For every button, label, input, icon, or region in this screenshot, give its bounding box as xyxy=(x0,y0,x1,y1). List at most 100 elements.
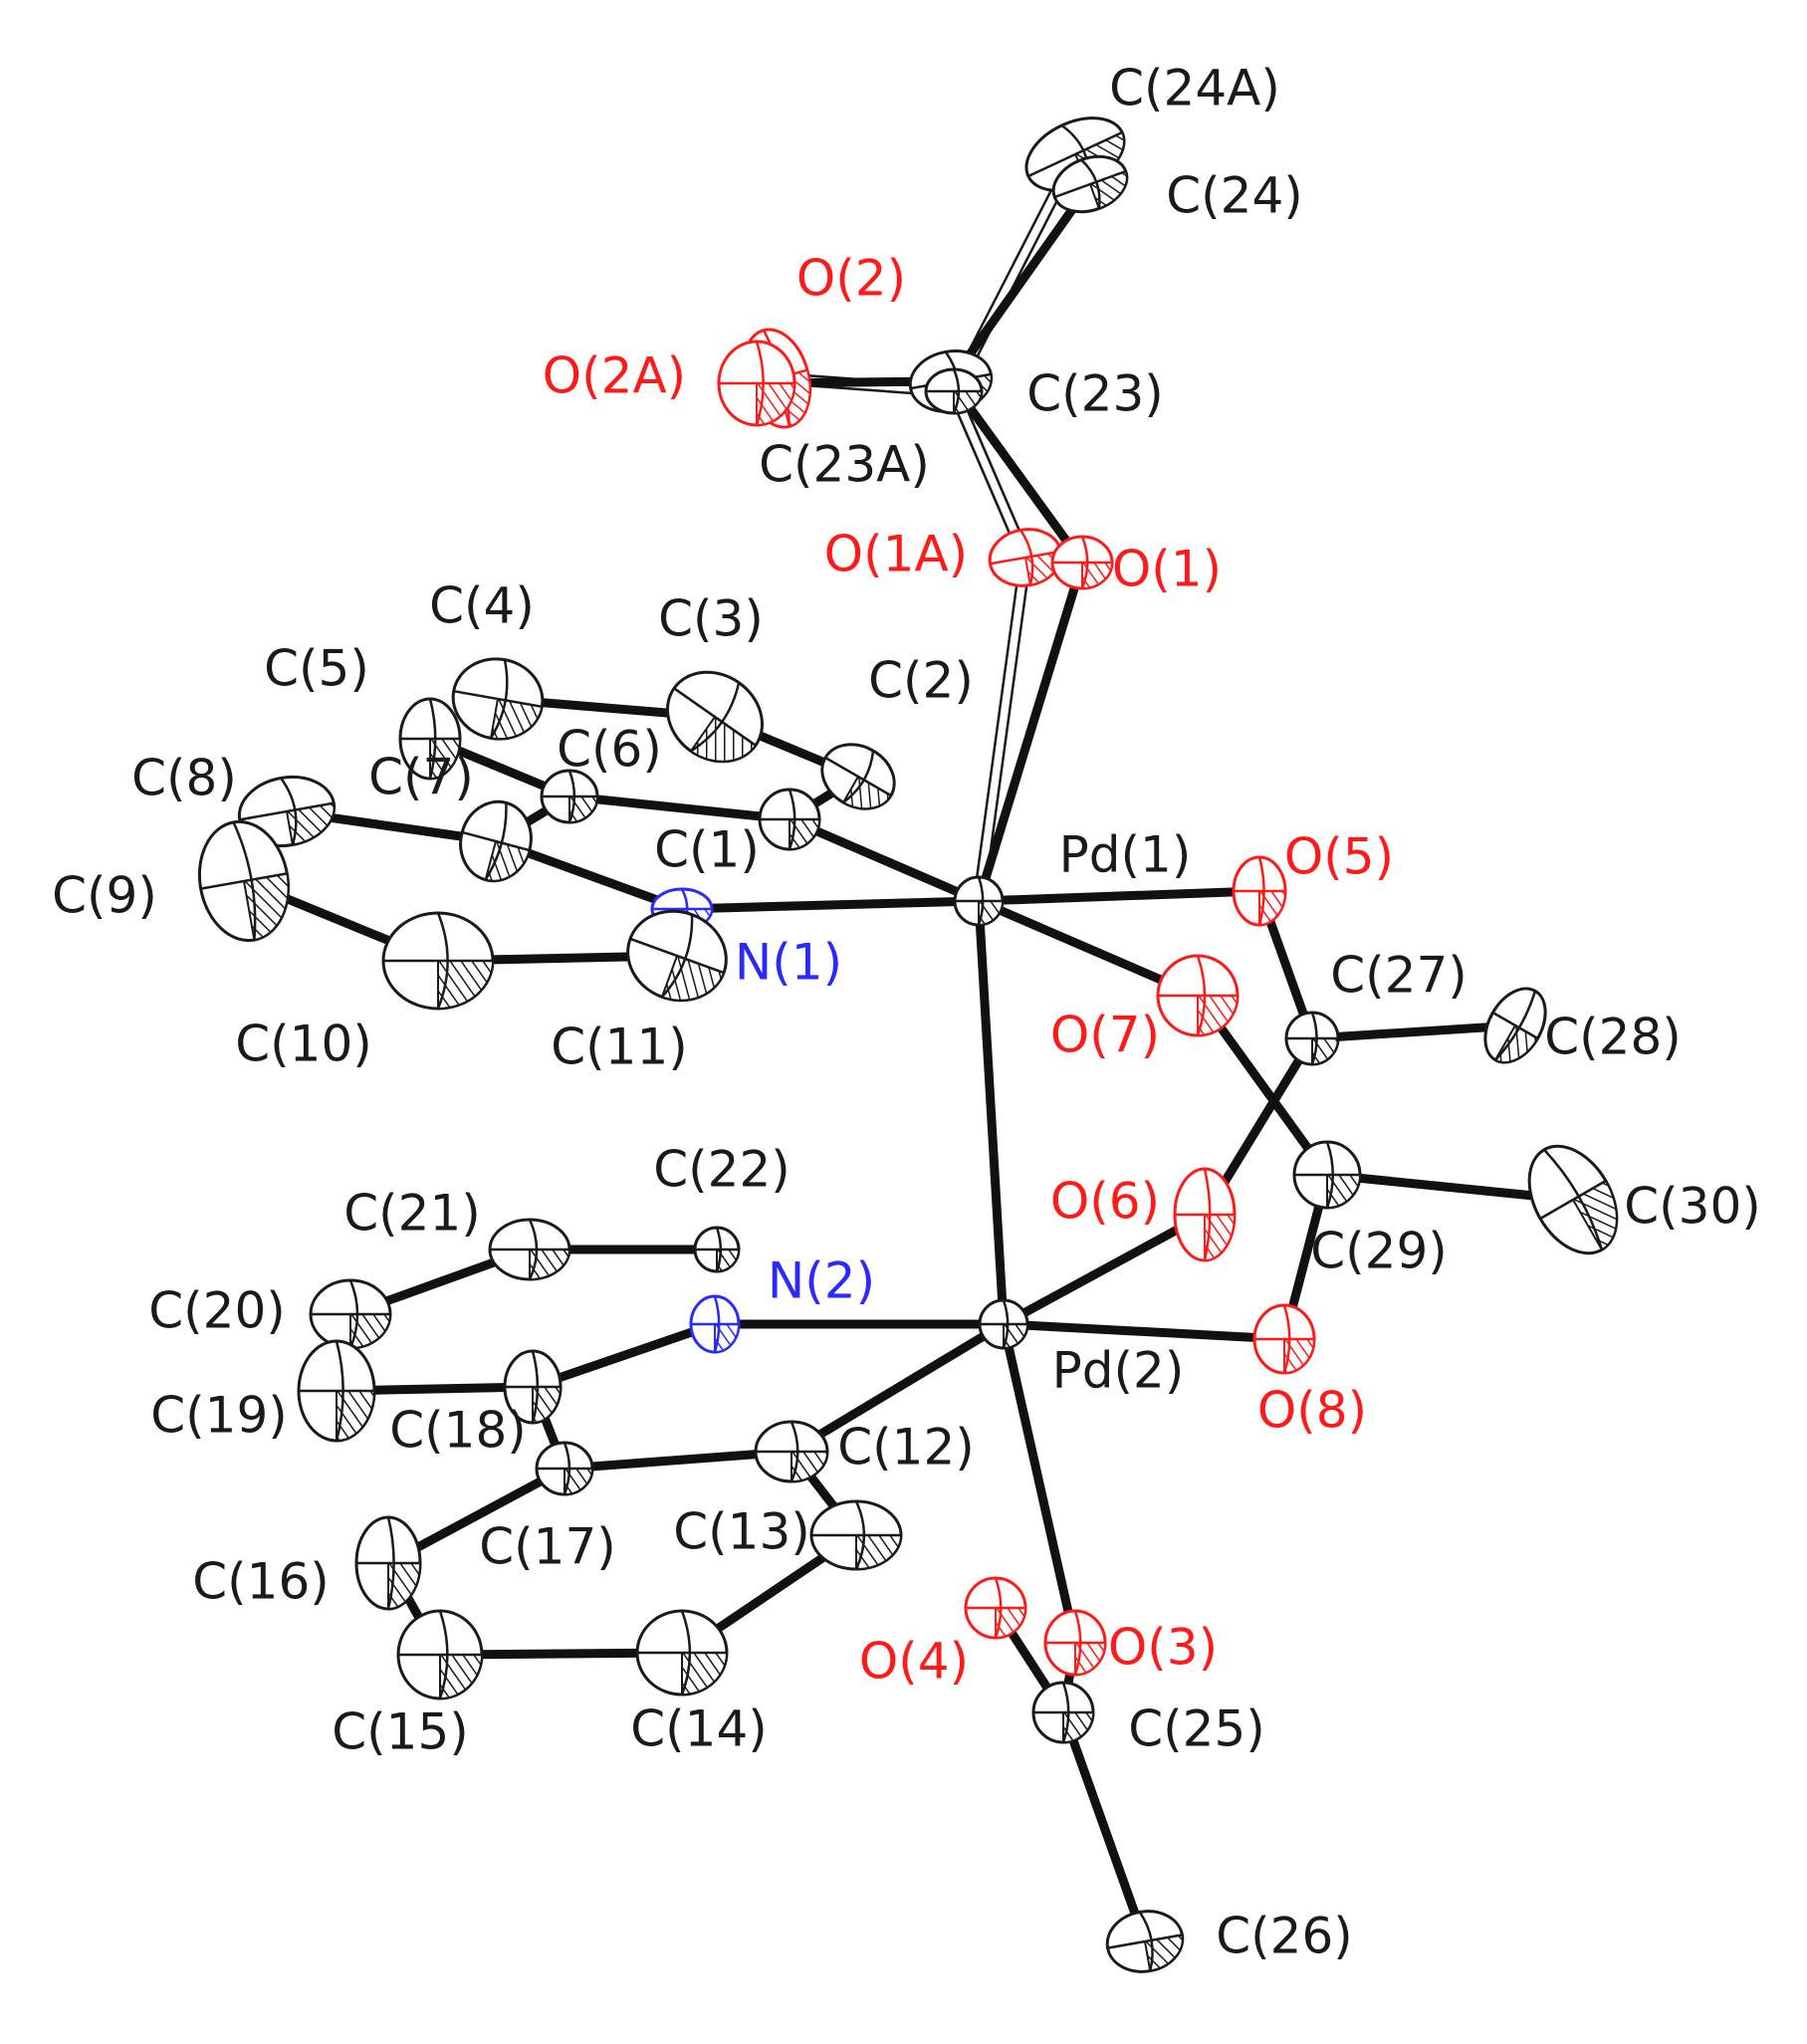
atom-label-O7: O(7) xyxy=(1050,1007,1160,1064)
bond-C1-Pd1 xyxy=(785,814,984,906)
atom-C18 xyxy=(503,1349,563,1425)
bond-C1-C6 xyxy=(565,792,794,824)
atom-C24 xyxy=(1051,154,1129,214)
atom-C7 xyxy=(459,799,533,883)
atom-label-O2A: O(2A) xyxy=(543,347,686,405)
atom-C14 xyxy=(635,1609,729,1697)
atom-label-C1: C(1) xyxy=(654,821,760,879)
atom-Pd1 xyxy=(953,875,1005,927)
atom-Pd2 xyxy=(978,1298,1029,1350)
atom-O8 xyxy=(1252,1303,1316,1375)
bond-O8-Pd2 xyxy=(999,1319,1289,1344)
bond-Pd2-O3 xyxy=(999,1319,1080,1648)
atom-C17 xyxy=(535,1441,594,1496)
bond-C25-C26 xyxy=(1058,1707,1150,1946)
bond-open-O1A-Pd1 xyxy=(972,555,1032,904)
atom-label-C10: C(10) xyxy=(235,1016,372,1073)
atom-label-O1A: O(1A) xyxy=(824,526,968,583)
bond-N1-Pd1 xyxy=(677,896,984,914)
atom-label-C28: C(28) xyxy=(1544,1009,1682,1066)
atom-C9 xyxy=(197,819,291,943)
atom-C19 xyxy=(297,1339,376,1443)
atom-label-C5: C(5) xyxy=(264,640,369,698)
atom-label-O8: O(8) xyxy=(1257,1382,1367,1440)
atom-label-C12: C(12) xyxy=(837,1419,975,1476)
atom-C26 xyxy=(1105,1910,1185,1973)
atom-label-C3: C(3) xyxy=(658,590,764,648)
atom-C30 xyxy=(1527,1144,1619,1255)
atoms-layer xyxy=(197,116,1619,1973)
bond-Pd1-Pd2 xyxy=(974,896,1009,1329)
atom-C28 xyxy=(1483,987,1547,1064)
atom-C10 xyxy=(381,911,495,1011)
atom-label-C13: C(13) xyxy=(673,1503,810,1561)
atom-N2 xyxy=(689,1294,741,1354)
atom-label-C19: C(19) xyxy=(150,1387,288,1445)
atom-O2A xyxy=(717,340,796,427)
atom-label-C7: C(7) xyxy=(368,749,474,806)
atom-label-C22: C(22) xyxy=(653,1141,791,1199)
atom-O7 xyxy=(1156,954,1240,1037)
atom-label-C17: C(17) xyxy=(479,1518,616,1576)
atom-C16 xyxy=(354,1515,422,1611)
atom-label-C4: C(4) xyxy=(429,577,535,635)
bond-C24-C23 xyxy=(946,179,1095,386)
atom-label-C6: C(6) xyxy=(557,721,662,779)
atom-label-O5: O(5) xyxy=(1284,828,1394,886)
atom-O3 xyxy=(1043,1609,1107,1677)
bond-O1-Pd1 xyxy=(974,558,1087,906)
atom-label-N2: N(2) xyxy=(768,1252,875,1310)
atom-label-C16: C(16) xyxy=(192,1553,330,1611)
atom-label-C2: C(2) xyxy=(868,652,974,710)
bond-C12-Pd2 xyxy=(787,1319,1009,1457)
atom-label-C9: C(9) xyxy=(52,867,157,925)
atom-C27 xyxy=(1284,1011,1340,1066)
bond-C27-C28 xyxy=(1307,1021,1520,1043)
labels-layer: C(24A)C(24)O(2)O(2A)C(23)C(23A)O(1A)O(1)… xyxy=(52,60,1761,1965)
bond-C18-N2 xyxy=(528,1319,720,1392)
atom-label-N1: N(1) xyxy=(735,934,842,992)
atom-C25 xyxy=(1031,1681,1095,1744)
atom-label-C24: C(24) xyxy=(1166,167,1303,225)
atom-label-C11: C(11) xyxy=(551,1019,688,1076)
atom-label-O6: O(6) xyxy=(1050,1173,1160,1231)
atom-label-O2: O(2) xyxy=(796,250,906,308)
atom-C3 xyxy=(665,670,765,764)
atom-label-Pd1: Pd(1) xyxy=(1059,826,1192,884)
atom-label-C23: C(23) xyxy=(1026,365,1164,423)
bond-Pd1-O5 xyxy=(974,886,1264,906)
atom-label-C27: C(27) xyxy=(1330,947,1468,1005)
bond-O6-Pd2 xyxy=(999,1210,1210,1329)
atom-C29 xyxy=(1292,1140,1362,1210)
atom-C4 xyxy=(451,657,545,741)
atom-C21 xyxy=(488,1218,571,1281)
atom-O1 xyxy=(1050,535,1114,590)
atom-label-C24A: C(24A) xyxy=(1109,60,1280,117)
atom-label-C18: C(18) xyxy=(389,1402,527,1460)
atom-label-C15: C(15) xyxy=(332,1703,469,1761)
atom-C8 xyxy=(237,775,337,848)
atom-label-C25: C(25) xyxy=(1128,1701,1265,1758)
atom-C5 xyxy=(398,697,462,781)
atom-label-C30: C(30) xyxy=(1624,1178,1761,1236)
atom-O5 xyxy=(1232,855,1287,927)
atom-label-O4: O(4) xyxy=(859,1633,969,1691)
bond-C23-O1 xyxy=(946,376,1087,568)
atom-C13 xyxy=(809,1499,903,1571)
atom-O6 xyxy=(1173,1167,1237,1262)
atom-C23A xyxy=(924,367,984,415)
atom-label-O1: O(1) xyxy=(1112,541,1222,598)
atom-C15 xyxy=(396,1609,484,1701)
atom-label-C26: C(26) xyxy=(1216,1908,1353,1965)
atom-C6 xyxy=(540,769,599,824)
atom-label-O3: O(3) xyxy=(1108,1619,1218,1677)
atom-O4 xyxy=(964,1576,1027,1640)
atom-C2 xyxy=(820,743,896,810)
atom-label-C20: C(20) xyxy=(148,1282,286,1340)
atom-label-C14: C(14) xyxy=(630,1701,768,1758)
bond-C17-C12 xyxy=(560,1447,796,1474)
atom-label-C21: C(21) xyxy=(343,1185,481,1243)
atom-label-C29: C(29) xyxy=(1310,1223,1448,1280)
